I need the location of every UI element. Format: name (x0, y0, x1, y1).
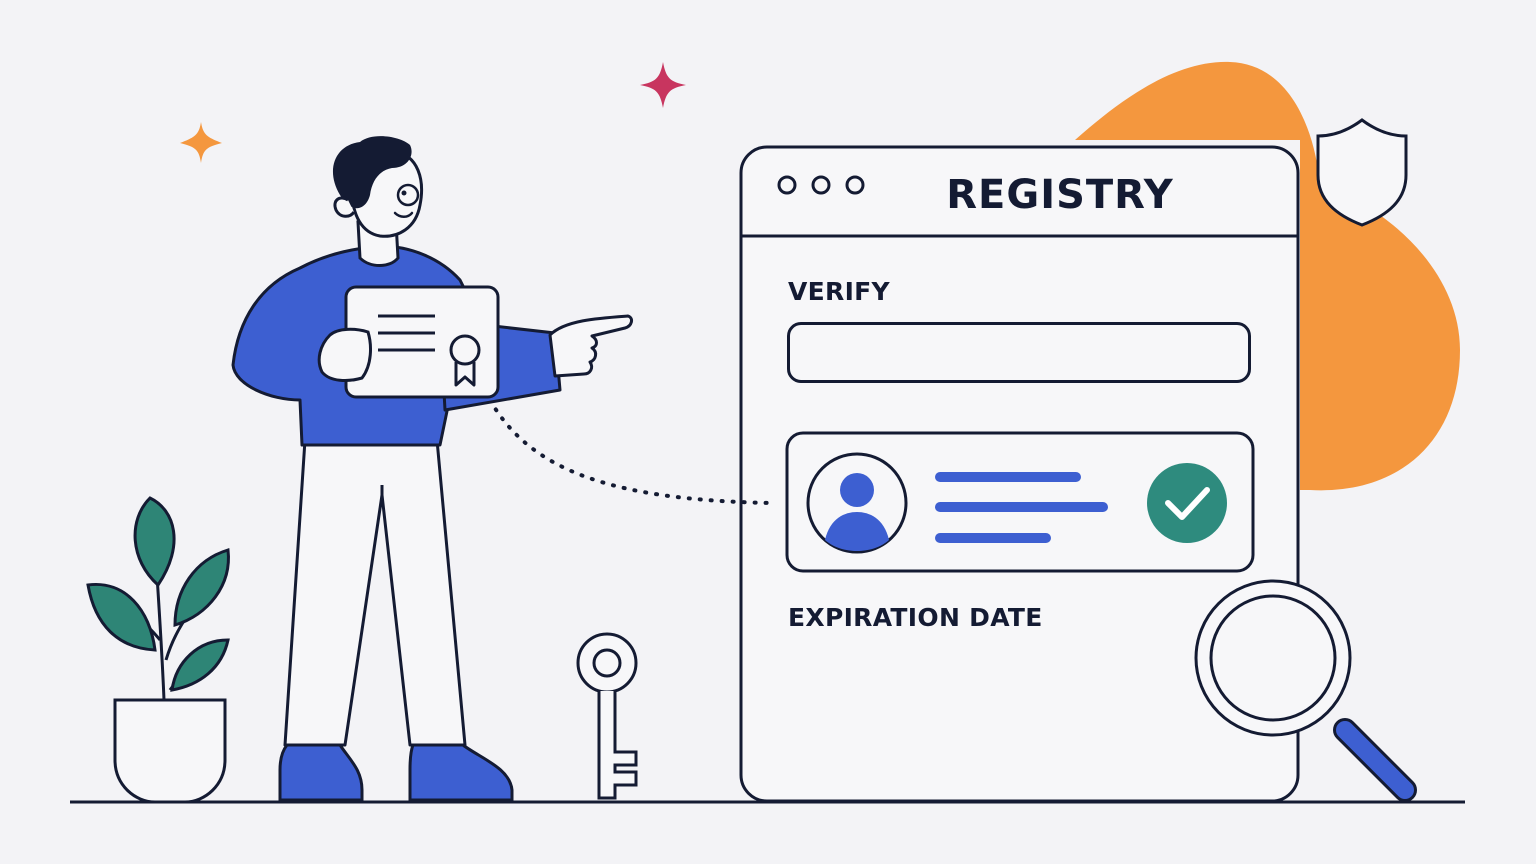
expiration-date-label: EXPIRATION DATE (788, 603, 1043, 632)
hair (332, 136, 412, 209)
shoe-left (278, 743, 364, 802)
person-figure (231, 136, 634, 802)
key-icon (576, 632, 638, 800)
window-dot-icon (777, 175, 797, 195)
sparkle-icon (640, 62, 686, 108)
plant-icon (86, 496, 230, 804)
shoe-right (408, 743, 514, 802)
check-icon (1147, 463, 1227, 543)
window-dot-icon (845, 175, 865, 195)
magnifier-icon (1194, 579, 1417, 802)
user-avatar-icon (806, 452, 908, 554)
window-dot-icon (811, 175, 831, 195)
shield-icon (1316, 118, 1408, 227)
verify-input[interactable] (787, 322, 1251, 383)
verify-label: VERIFY (788, 277, 890, 306)
dotted-connector (488, 398, 774, 505)
sparkle-icon (180, 122, 222, 163)
registry-title: REGISTRY (946, 172, 1174, 218)
orange-blob (1075, 61, 1460, 491)
result-card[interactable] (785, 431, 1255, 573)
